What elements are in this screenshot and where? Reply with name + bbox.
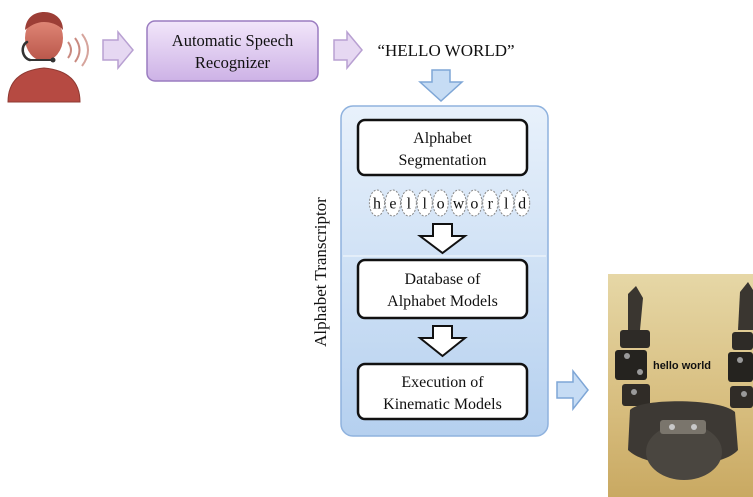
arrow-segmentation-to-database [417, 223, 468, 255]
letter-text: l [504, 196, 509, 213]
letter-segment: w [450, 189, 467, 217]
step1-line2: Segmentation [399, 152, 487, 169]
robot-caption: hello world [653, 360, 711, 372]
step2-line1: Database of [405, 271, 482, 288]
step3-line1: Execution of [401, 374, 484, 391]
step3-line2: Kinematic Models [383, 396, 502, 413]
asr-label-line1: Automatic Speech [172, 31, 294, 50]
arrow-database-to-execution [417, 325, 468, 358]
letter-segment: l [400, 189, 417, 217]
robot-left-hand [615, 286, 650, 406]
arrow-transcriptor-to-robot [556, 368, 589, 412]
letter-text: h [373, 196, 381, 213]
letter-segment: e [384, 189, 401, 217]
asr-label-line2: Recognizer [195, 53, 271, 72]
execution-kinematic-models-box: Execution of Kinematic Models [356, 362, 529, 421]
step2-line2: Alphabet Models [387, 293, 498, 310]
letter-text: l [422, 196, 427, 213]
asr-box: Automatic Speech Recognizer [146, 20, 319, 82]
sound-waves-icon [67, 33, 89, 67]
speaker-person-icon [7, 12, 81, 103]
letter-text: o [437, 196, 445, 213]
letter-text: l [407, 196, 412, 213]
letter-segment: l [416, 189, 433, 217]
letter-segment: d [514, 189, 531, 217]
letter-text: w [453, 196, 465, 213]
arrow-text-to-transcriptor [418, 69, 464, 103]
robot-body [628, 401, 738, 480]
transcriptor-title: Alphabet Transcriptor [311, 197, 330, 347]
arrow-asr-to-text [333, 29, 363, 71]
letter-text: e [389, 196, 396, 213]
alphabet-segmentation-box: Alphabet Segmentation [356, 118, 529, 177]
letter-segment: h [368, 189, 386, 217]
letter-text: d [518, 196, 526, 213]
robot-right-hand [728, 282, 753, 408]
letter-text: r [488, 196, 494, 213]
letter-segment: l [498, 189, 515, 217]
letter-segment: o [466, 189, 483, 217]
recognized-text: “HELLO WORLD” [377, 41, 514, 60]
arrow-speaker-to-asr [102, 29, 134, 71]
step1-line1: Alphabet [413, 130, 472, 147]
robot-hands-photo: hello world [608, 274, 753, 497]
letter-text: o [470, 196, 478, 213]
letter-segment: r [482, 189, 499, 217]
letter-segment: o [432, 189, 449, 217]
database-alphabet-models-box: Database of Alphabet Models [356, 258, 529, 320]
